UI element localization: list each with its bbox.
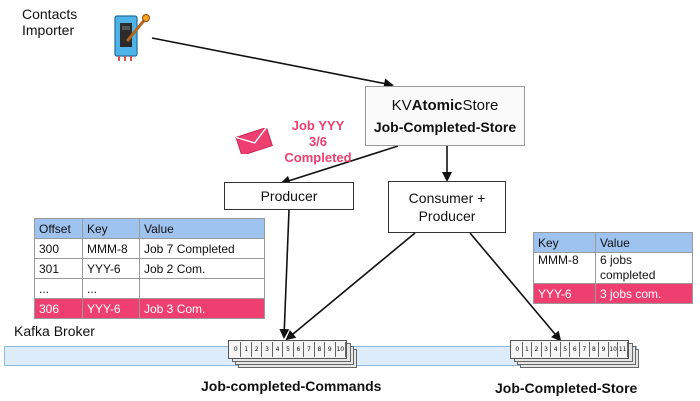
arrow-importer-to-store: [151, 37, 394, 89]
cell-offset: 300: [34, 238, 83, 259]
message-label: Job YYY 3/6 Completed: [284, 118, 352, 165]
kv-store-title: KVAtomicStore: [391, 97, 499, 114]
cell-value: Job 7 Completed: [139, 238, 265, 259]
store-key-value-table: Key Value MMM-8 6 jobs completed YYY-6 3…: [533, 232, 693, 304]
log-segment-front: 0 1 2 3 4 5 6 7 8 9 10 11: [510, 340, 629, 359]
importer-label: Contacts Importer: [22, 6, 78, 38]
envelope-icon: [235, 128, 273, 154]
commands-topic-label: Job-completed-Commands: [201, 378, 382, 394]
arrow-producer-to-commands: [279, 209, 290, 339]
cell-value: 3 jobs com.: [595, 283, 693, 304]
cell-value: Job 3 Com.: [139, 298, 265, 319]
kv-store-name: Job-Completed-Store: [373, 119, 517, 135]
cell-key: ...: [82, 278, 140, 299]
kv-atomic-store-box: KVAtomicStore Job-Completed-Store: [365, 86, 525, 146]
cell-value: [139, 278, 265, 299]
table-row: MMM-8 6 jobs completed: [533, 252, 693, 284]
cell-offset: 306: [34, 298, 83, 319]
col-header-key: Key: [533, 232, 596, 253]
table-row: 301 YYY-6 Job 2 Com.: [34, 258, 265, 279]
arrow-consumer-to-commands: [285, 232, 416, 341]
log-segment-front: 0 1 2 3 4 5 6 7 8 9 10: [228, 340, 347, 359]
consumer-producer-box: Consumer + Producer: [388, 181, 506, 233]
cell-key: MMM-8: [82, 238, 140, 259]
arrow-store-to-producer: [280, 145, 399, 186]
table-row: ... ...: [34, 278, 265, 299]
table-row-highlighted: 306 YYY-6 Job 3 Com.: [34, 298, 265, 319]
cell-key: YYY-6: [533, 283, 596, 304]
commands-topic-log: 0 1 2 3 4 5 6 7 8 9 10: [228, 337, 358, 369]
store-topic-label: Job-Completed-Store: [495, 380, 638, 396]
cell-offset: ...: [34, 278, 83, 299]
col-header-value: Value: [595, 232, 693, 253]
cell-value: Job 2 Com.: [139, 258, 265, 279]
cell-key: YYY-6: [82, 258, 140, 279]
store-topic-log: 0 1 2 3 4 5 6 7 8 9 10 11: [510, 337, 640, 369]
col-header-key: Key: [82, 218, 140, 239]
table-row-highlighted: YYY-6 3 jobs com.: [533, 283, 693, 304]
cell-key: MMM-8: [533, 252, 596, 284]
arrow-consumer-to-store-topic: [469, 232, 562, 342]
producer-box: Producer: [224, 182, 354, 210]
kafka-broker-label: Kafka Broker: [14, 323, 95, 339]
col-header-value: Value: [139, 218, 265, 239]
col-header-offset: Offset: [34, 218, 83, 239]
importer-icon: [114, 14, 150, 61]
cell-value: 6 jobs completed: [595, 252, 693, 284]
commands-offset-table: Offset Key Value 300 MMM-8 Job 7 Complet…: [34, 218, 265, 319]
cell-key: YYY-6: [82, 298, 140, 319]
cell-offset: 301: [34, 258, 83, 279]
table-row: 300 MMM-8 Job 7 Completed: [34, 238, 265, 259]
